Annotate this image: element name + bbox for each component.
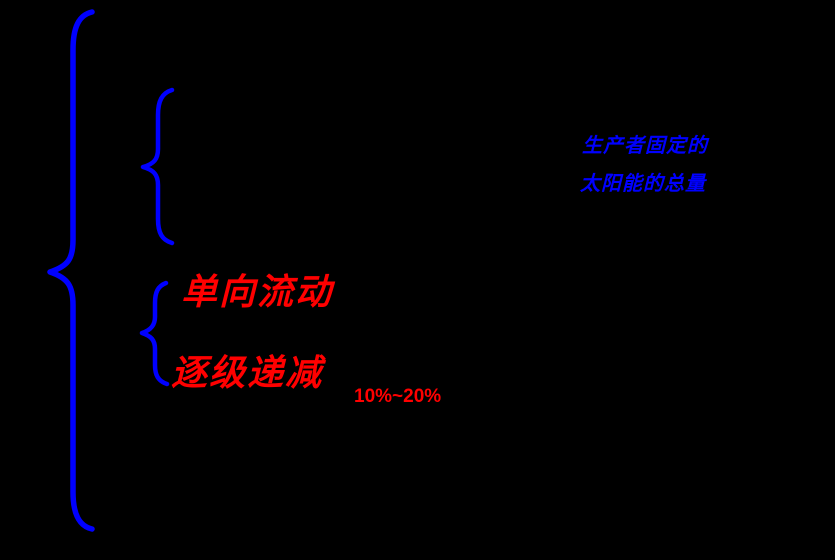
upper-sub-curly-brace	[140, 87, 175, 246]
main-curly-brace	[47, 9, 95, 532]
lower-sub-curly-brace	[139, 280, 170, 387]
label-transfer-efficiency: 10%~20%	[354, 386, 442, 407]
note-fixed-energy-line1: 生产者固定的	[582, 133, 708, 157]
note-fixed-energy-line2: 太阳能的总量	[580, 171, 706, 195]
label-one-way-flow: 单向流动	[181, 272, 334, 313]
label-stepwise-decline: 逐级递减	[171, 353, 324, 394]
